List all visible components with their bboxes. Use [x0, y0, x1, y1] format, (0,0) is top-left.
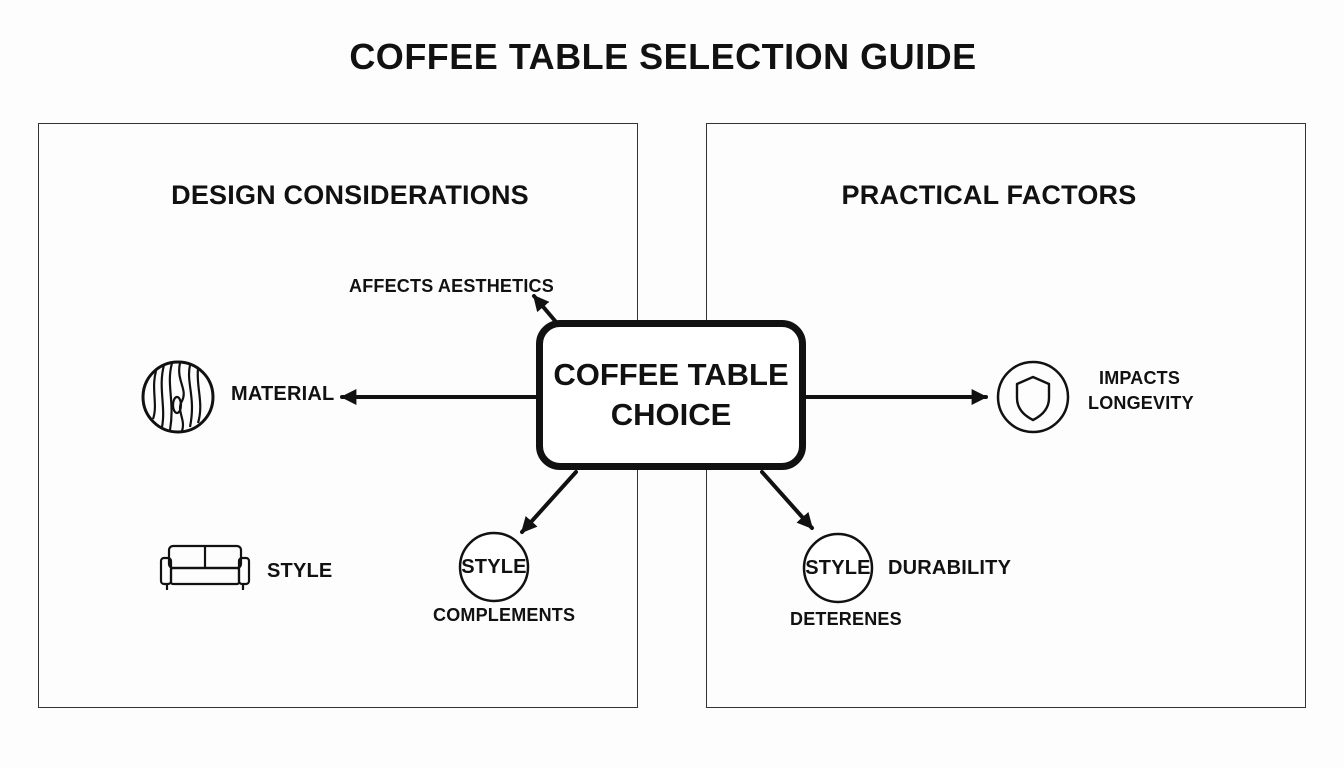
arrow-to-style-right — [760, 470, 814, 530]
shield-icon — [996, 360, 1070, 434]
style-circle-right-label: STYLE — [805, 557, 871, 579]
durability-label: DURABILITY — [888, 557, 1012, 579]
center-line-1: COFFEE TABLE — [553, 357, 789, 392]
wood-grain-icon — [141, 360, 215, 434]
material-label: MATERIAL — [231, 383, 335, 405]
affects-aesthetics-label: AFFECTS AESTHETICS — [349, 276, 554, 296]
practical-factors-title: PRACTICAL FACTORS — [841, 180, 1137, 210]
longevity-label: LONGEVITY — [1088, 393, 1194, 413]
style-circle-left-label: STYLE — [461, 556, 527, 578]
impacts-label: IMPACTS — [1099, 368, 1181, 388]
arrow-to-aesthetics — [532, 294, 558, 324]
center-line-2: CHOICE — [610, 397, 732, 432]
complements-label: COMPLEMENTS — [433, 605, 576, 625]
style-circle-left-shape — [458, 531, 530, 603]
style-circle-right-shape — [802, 532, 874, 604]
design-considerations-title: DESIGN CONSIDERATIONS — [171, 180, 529, 210]
sofa-icon — [159, 544, 251, 590]
style-label: STYLE — [267, 560, 333, 582]
coffee-table-choice-node: COFFEE TABLE CHOICE — [536, 320, 806, 470]
arrow-to-style-left — [520, 470, 578, 534]
page-title: COFFEE TABLE SELECTION GUIDE — [349, 36, 977, 77]
deterenes-label: DETERENES — [790, 609, 902, 629]
